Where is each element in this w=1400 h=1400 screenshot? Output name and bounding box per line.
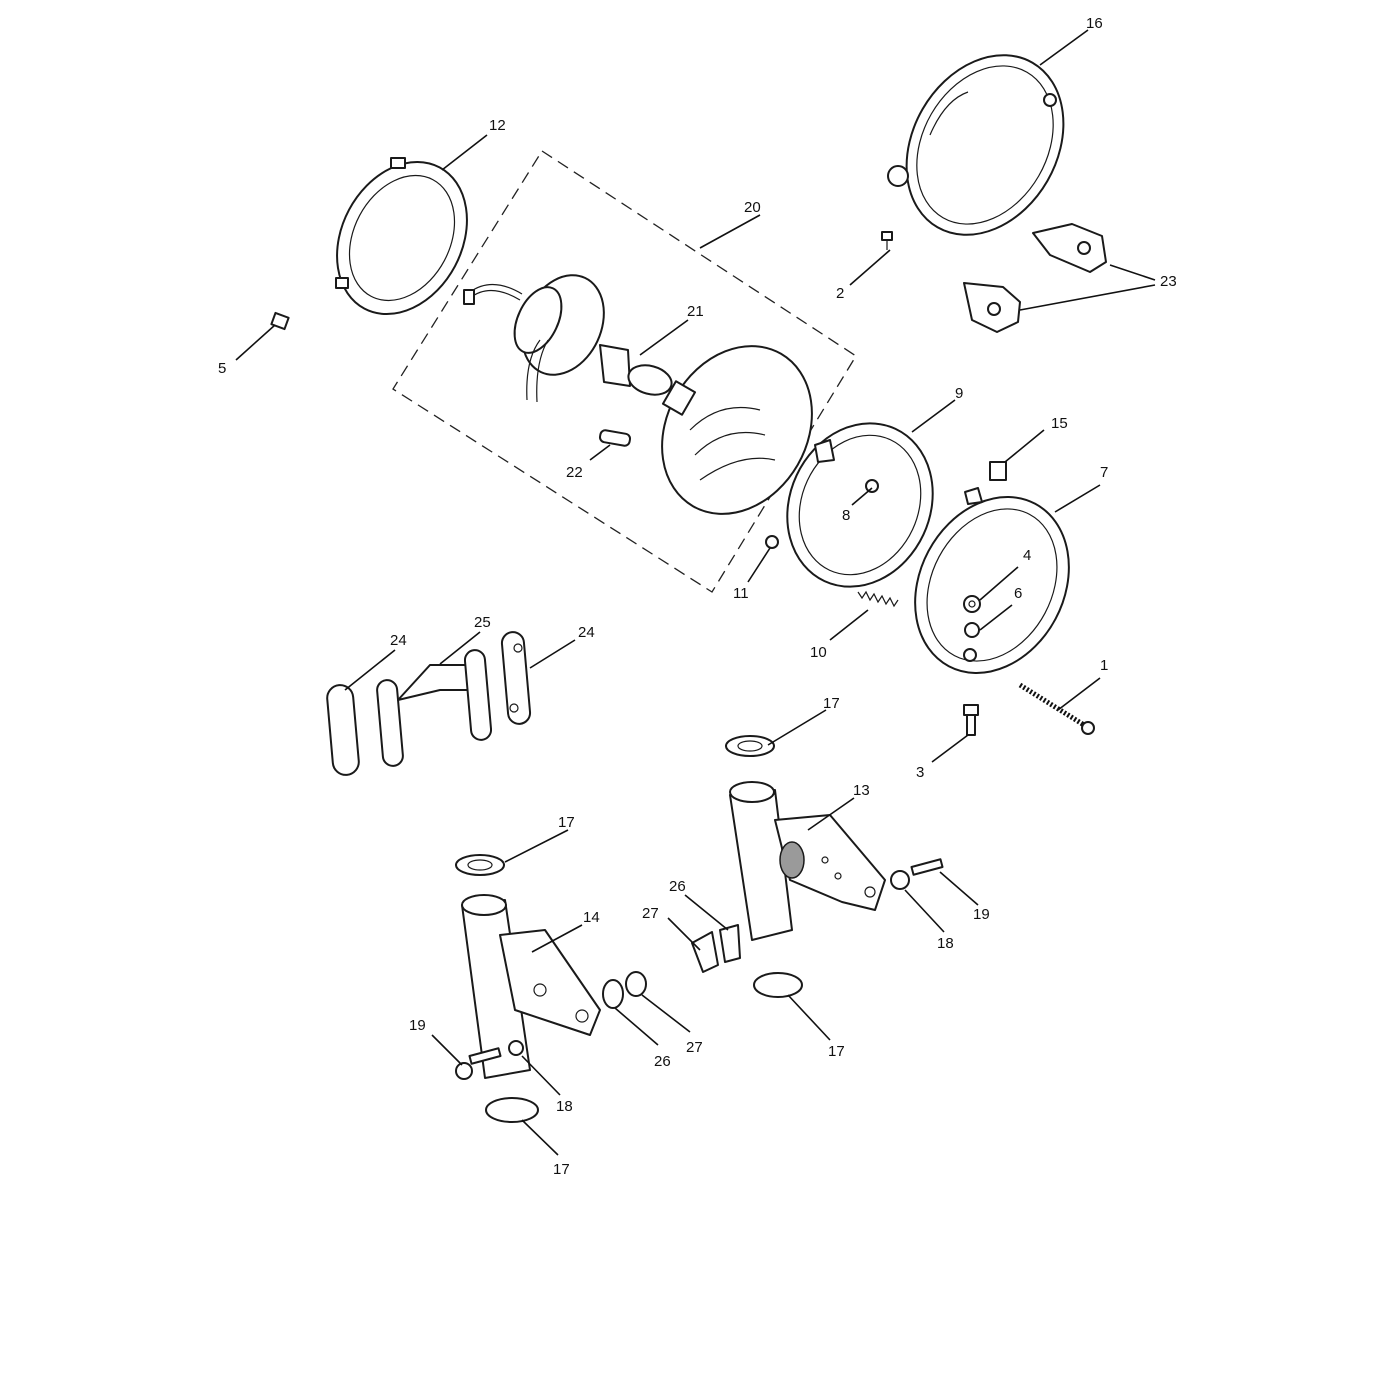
callout-11: 11 — [733, 585, 749, 602]
leader-lines — [235, 29, 1156, 1156]
callout-2: 2 — [836, 285, 844, 302]
callout-12: 12 — [489, 117, 506, 134]
callout-19-a: 19 — [973, 906, 990, 923]
callout-16: 16 — [1086, 15, 1103, 32]
screw-3 — [963, 704, 979, 736]
callout-26-a: 26 — [669, 878, 686, 895]
callout-17-a: 17 — [823, 695, 840, 712]
callout-24-a: 24 — [390, 632, 407, 649]
callout-1: 1 — [1100, 657, 1108, 674]
callout-20: 20 — [744, 199, 761, 216]
outer-rim — [914, 487, 1070, 674]
callout-27-b: 27 — [686, 1039, 703, 1056]
callout-17-d: 17 — [553, 1161, 570, 1178]
callout-10: 10 — [810, 644, 827, 661]
adjuster-spring — [857, 590, 899, 608]
callout-15: 15 — [1051, 415, 1068, 432]
callout-25: 25 — [474, 614, 491, 631]
callout-27-a: 27 — [642, 905, 659, 922]
callout-5: 5 — [218, 360, 226, 377]
long-bolt — [1018, 682, 1095, 735]
bracket-right — [729, 781, 886, 941]
headlamp-lens — [661, 345, 813, 515]
callout-24-b: 24 — [578, 624, 595, 641]
rim-clip — [270, 311, 290, 331]
square-insert — [989, 461, 1007, 481]
inner-rim — [786, 422, 934, 588]
clips — [602, 924, 741, 1009]
callout-26-b: 26 — [654, 1053, 671, 1070]
mounting-blocks — [963, 223, 1107, 333]
callout-13: 13 — [853, 782, 870, 799]
callout-9: 9 — [955, 385, 963, 402]
callout-3: 3 — [916, 764, 924, 781]
callout-19-b: 19 — [409, 1017, 426, 1034]
callout-17-c: 17 — [828, 1043, 845, 1060]
callout-labels: 1 2 3 4 5 6 7 8 9 10 11 12 13 14 15 16 1… — [218, 15, 1177, 1178]
grommets — [455, 735, 803, 1123]
callout-4: 4 — [1023, 547, 1031, 564]
callout-6: 6 — [1014, 585, 1022, 602]
callout-23: 23 — [1160, 273, 1177, 290]
headlight-bulb — [599, 344, 673, 396]
washers-and-bolts — [455, 858, 944, 1080]
washer-11 — [765, 535, 779, 549]
callout-21: 21 — [687, 303, 704, 320]
callout-18-a: 18 — [937, 935, 954, 952]
callout-14: 14 — [583, 909, 600, 926]
callout-17-b: 17 — [558, 814, 575, 831]
callout-8: 8 — [842, 507, 850, 524]
callout-7: 7 — [1100, 464, 1108, 481]
gaskets-and-strap — [326, 631, 532, 776]
headlamp-unit-boundary — [392, 150, 857, 593]
headlamp-shell — [887, 54, 1065, 236]
screw-2 — [881, 231, 893, 250]
pilot-bulb — [598, 429, 632, 447]
callout-18-b: 18 — [556, 1098, 573, 1115]
reflector-assembly — [463, 274, 605, 403]
callout-22: 22 — [566, 464, 583, 481]
front-rim — [335, 157, 468, 316]
bracket-left — [461, 894, 601, 1079]
